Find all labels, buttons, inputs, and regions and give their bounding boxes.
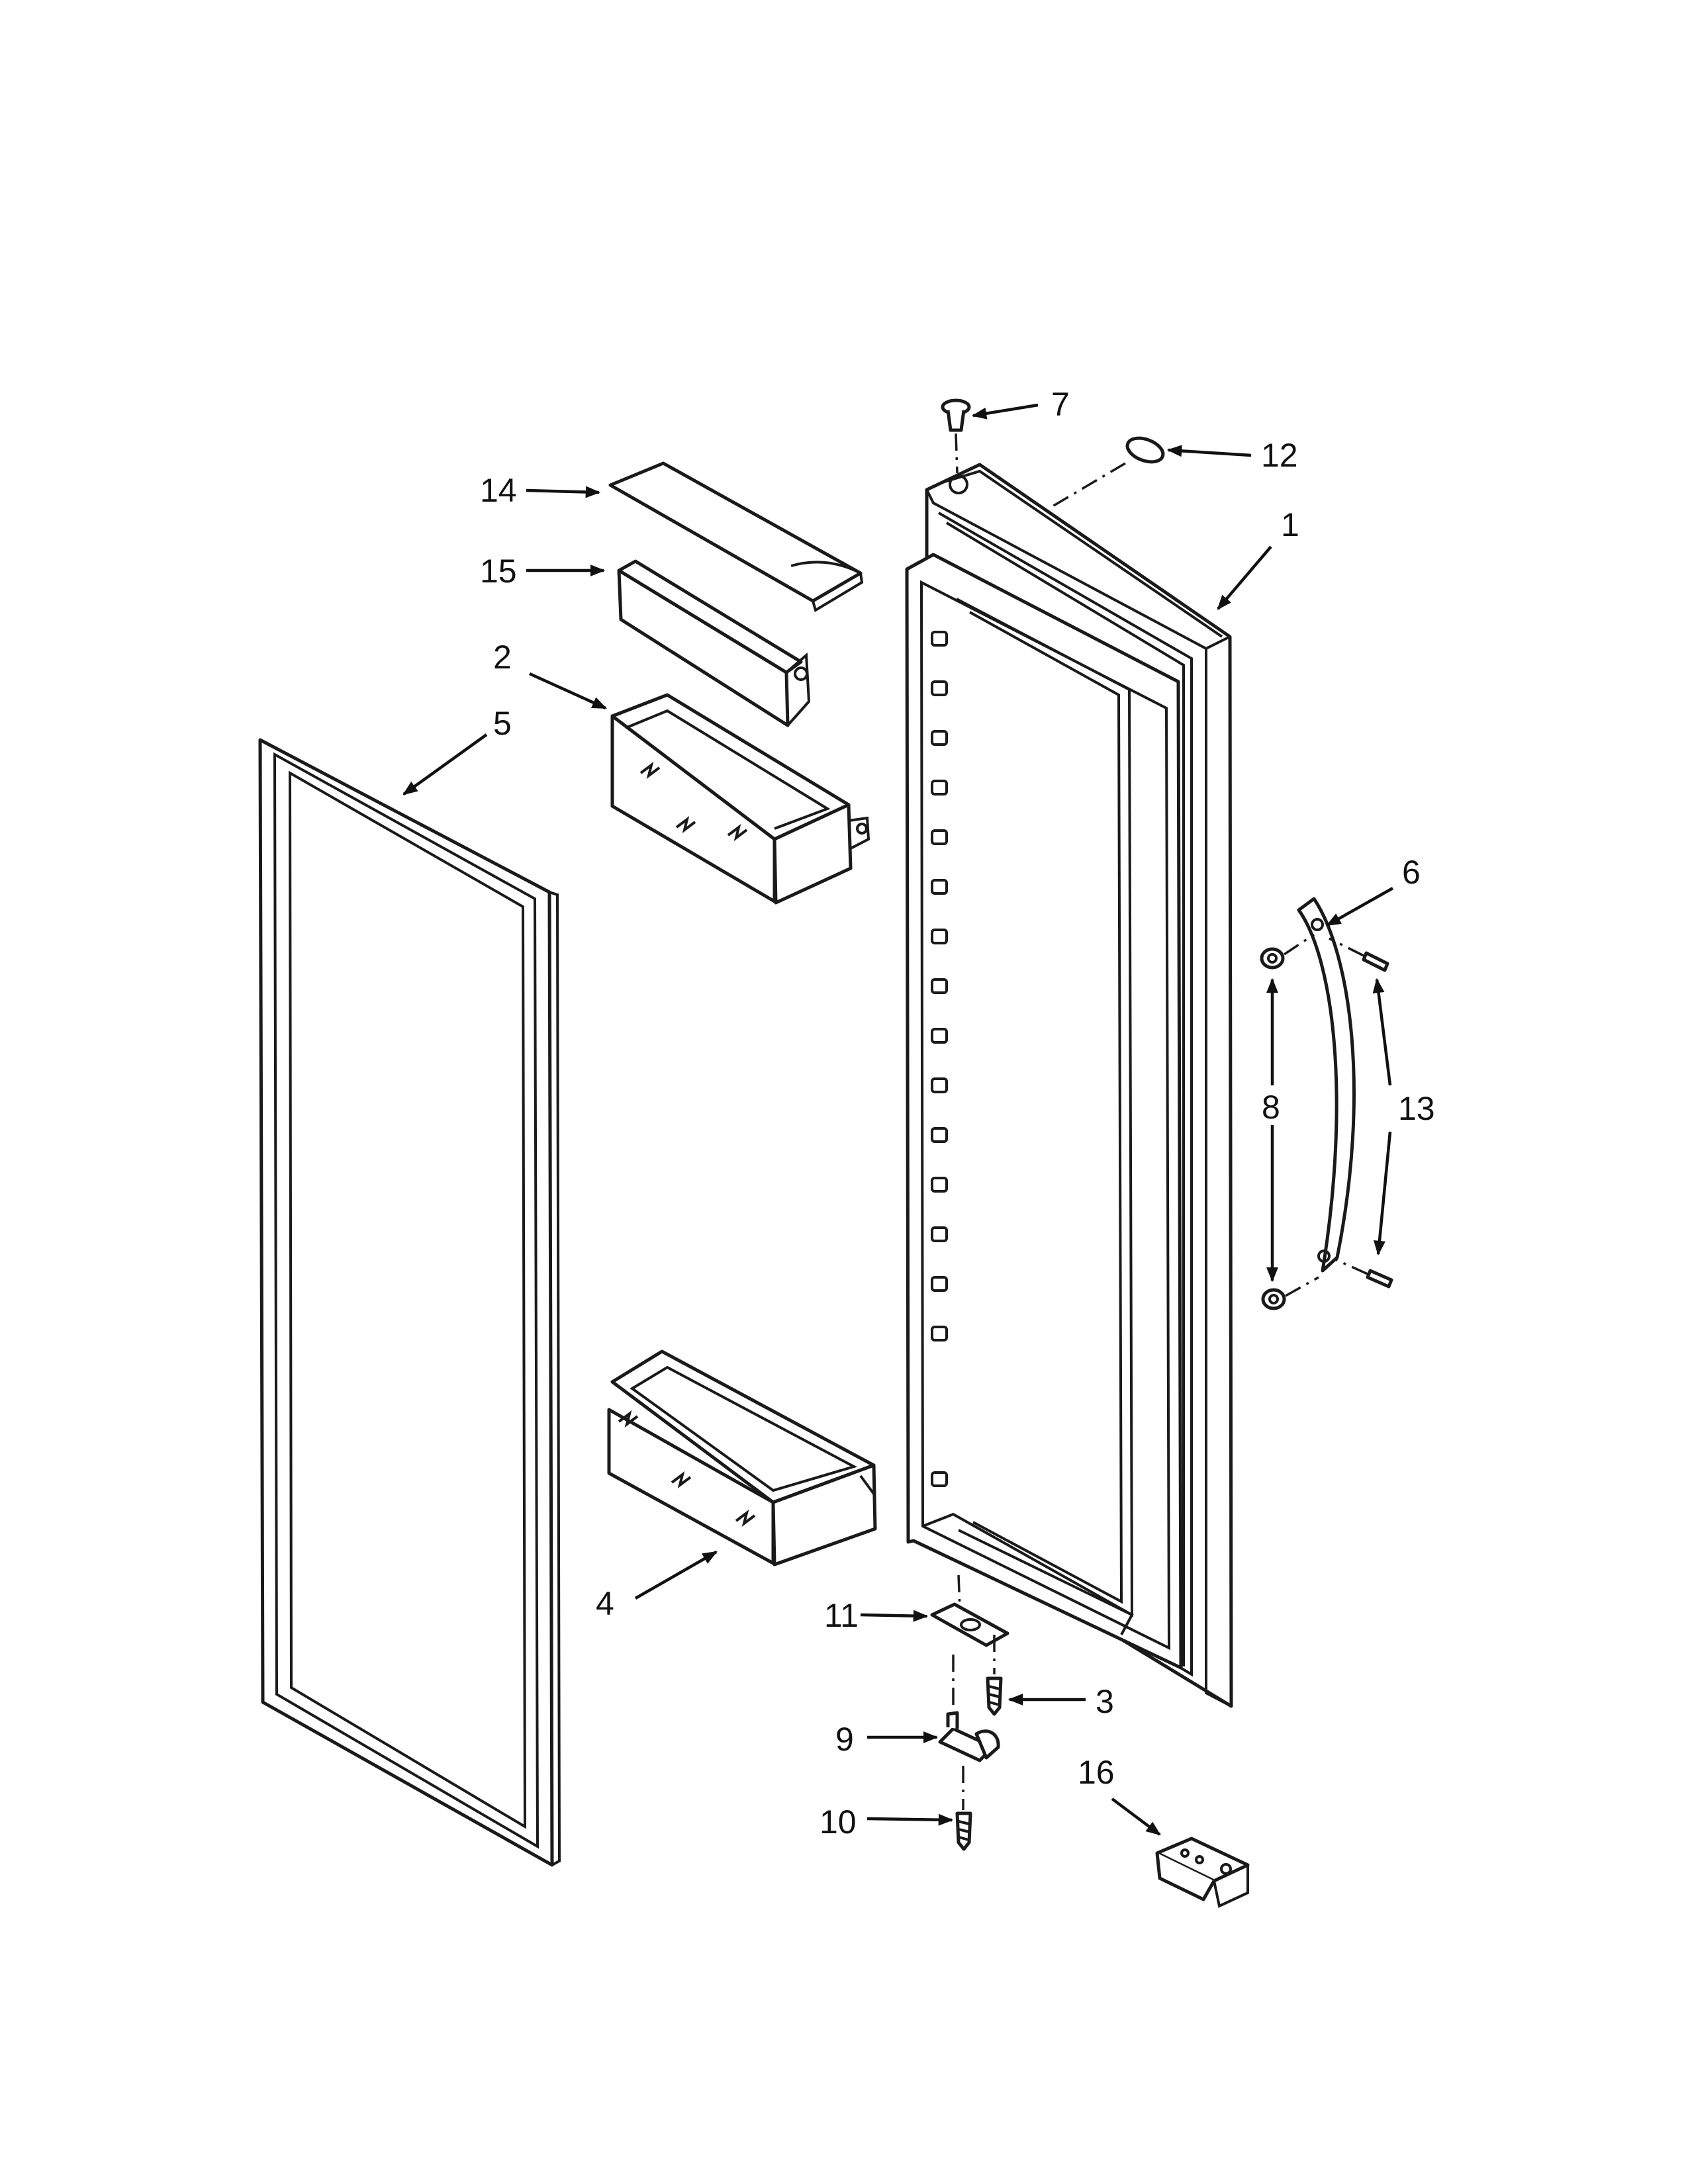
leader-lines [402,403,1394,1836]
hinge-bracket [938,1655,1000,1762]
leader-13-down [1374,1131,1392,1256]
door-cap [941,398,971,474]
callout-13: 13 [1398,1090,1435,1127]
door-gasket [258,738,561,1867]
leader-2 [529,672,608,710]
handle-screws [1329,937,1393,1289]
callout-4: 4 [596,1585,614,1622]
door-handle [1297,897,1356,1273]
hinge-screw-lower [955,1766,972,1851]
leader-11 [860,1610,929,1622]
callout-labels: 7 12 1 14 15 2 5 6 8 13 4 11 3 9 10 16 [480,386,1435,1841]
callout-10: 10 [820,1803,857,1841]
callout-16: 16 [1078,1754,1115,1791]
leader-4 [634,1551,718,1600]
leader-13-up [1372,978,1392,1086]
callout-1: 1 [1281,506,1299,543]
callout-9: 9 [835,1721,854,1758]
callout-14: 14 [480,472,517,509]
callout-8: 8 [1262,1089,1280,1126]
shelf-front-panel [617,559,811,727]
callout-6: 6 [1402,854,1421,891]
leader-12 [1166,445,1252,457]
refrigerator-door [905,463,1233,1708]
lower-door-bin [607,1349,877,1567]
callout-2: 2 [493,639,512,676]
hinge-plate [930,1574,1009,1647]
callout-15: 15 [480,553,517,590]
callout-3: 3 [1096,1683,1114,1720]
leader-14 [526,486,601,498]
handle-spacers [1260,933,1319,1310]
callout-5: 5 [493,705,512,742]
callout-12: 12 [1261,437,1298,474]
leader-1 [1217,545,1272,610]
upper-door-bin [610,693,870,905]
leader-7 [971,403,1039,420]
leader-10 [867,1813,954,1826]
washer-ring [1052,436,1165,508]
shelf-cleats [931,631,948,1487]
shelf-trim-cover [608,461,864,613]
leader-16 [1111,1797,1161,1836]
callout-7: 7 [1051,386,1070,423]
leader-5 [402,733,488,796]
leader-6 [1326,887,1394,927]
callout-11: 11 [824,1597,859,1634]
door-bracket [1155,1837,1250,1908]
hinge-screw-upper [986,1635,1003,1716]
